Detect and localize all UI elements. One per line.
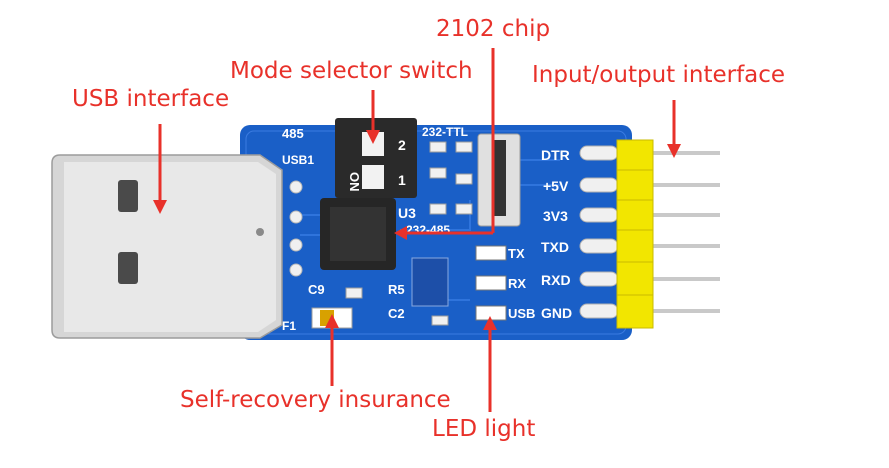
callout-led: LED light [432,416,536,442]
callout-io-interface: Input/output interface [532,62,786,88]
silk-pin-dtr: DTR [541,147,570,163]
silk-switch-2: 2 [398,137,406,153]
dip-switch [335,118,417,198]
usb-pads [289,180,303,277]
callout-arrows [153,48,681,412]
silk-switch-1: 1 [398,172,406,188]
smd-components [345,141,473,326]
silk-f1: F1 [282,319,296,333]
callout-usb-interface: USB interface [72,86,230,112]
callout-chip: 2102 chip [436,16,551,42]
silk-u3: U3 [398,205,416,221]
led-group [475,245,507,321]
silk-switch-on: ON [347,172,362,192]
silk-c9: C9 [308,282,325,297]
pin-pads [579,145,619,319]
silk-pin-rxd: RXD [541,272,571,288]
slide-switch [477,133,521,227]
silk-u3-sub: 232-485 [406,223,450,237]
silk-pin-txd: TXD [541,239,569,255]
usb-connector [51,154,283,339]
silk-usb: USB [508,306,535,321]
silk-pin-3v3: 3V3 [543,208,568,224]
silk-485: 485 [282,126,304,141]
chip-2102 [320,198,396,270]
silk-pin-5v: +5V [543,178,569,194]
silk-led-rx: RX [508,276,526,291]
silk-c2: C2 [388,306,405,321]
silk-232-ttl: 232-TTL [422,125,468,139]
callout-mode-selector: Mode selector switch [230,58,473,84]
silk-led-tx: TX [508,246,525,261]
pin-header [616,139,654,329]
silk-usb1: USB1 [282,153,314,167]
callout-fuse: Self-recovery insurance [180,387,451,413]
silk-r5: R5 [388,282,405,297]
silk-pin-gnd: GND [541,305,572,321]
